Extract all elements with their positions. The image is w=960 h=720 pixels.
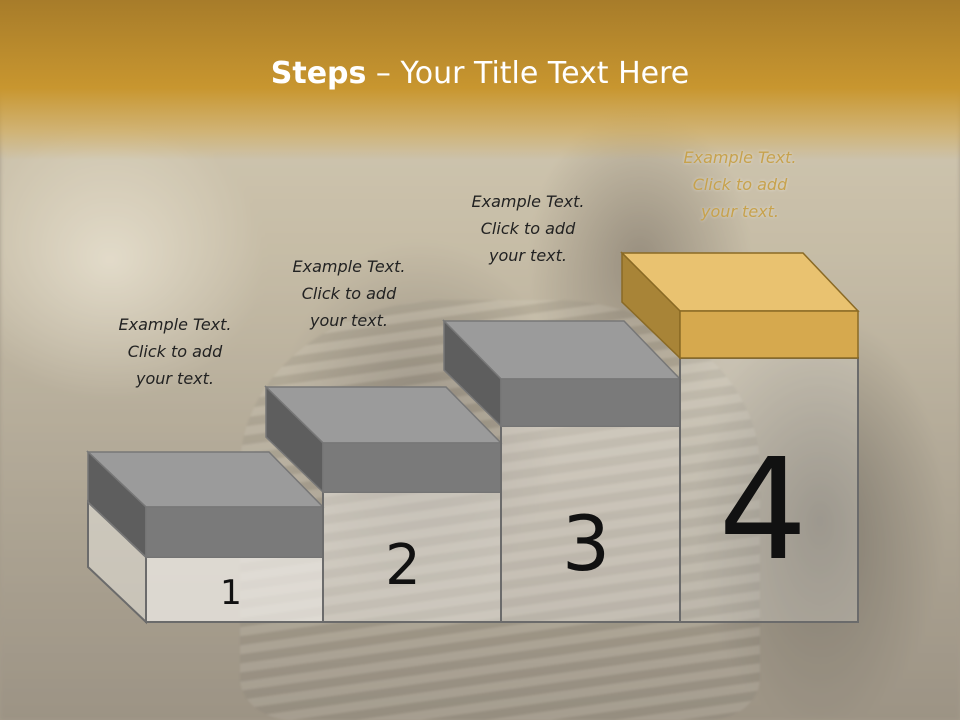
step-1-number: 1: [220, 573, 242, 613]
step-1-text[interactable]: Example Text. Click to add your text.: [85, 311, 265, 392]
step-1-text-line-3: your text.: [135, 369, 214, 388]
step-2-number: 2: [385, 533, 421, 598]
title-bold-part: Steps: [270, 56, 367, 91]
slide-title[interactable]: Steps – Your Title Text Here: [0, 56, 960, 91]
step-2-text-line-3: your text.: [309, 311, 388, 330]
step-1-text-line-1: Example Text.: [118, 315, 232, 334]
step-4-column: 4: [620, 251, 860, 623]
step-3-text-line-1: Example Text.: [471, 192, 585, 211]
title-band: [0, 0, 960, 160]
step-4-number: 4: [718, 429, 807, 592]
step-3-number: 3: [562, 499, 610, 588]
step-4-text[interactable]: Example Text. Click to add your text.: [650, 144, 830, 225]
step-3-text-line-2: Click to add: [480, 219, 576, 238]
step-3-column: 3: [442, 319, 682, 623]
step-2-text-line-2: Click to add: [301, 284, 397, 303]
step-1-text-line-2: Click to add: [127, 342, 223, 361]
title-rest-part: – Your Title Text Here: [366, 56, 690, 91]
step-2-column: 2: [264, 385, 503, 623]
step-4-text-line-1: Example Text.: [683, 148, 797, 167]
step-4-text-line-2: Click to add: [692, 175, 788, 194]
step-2-text[interactable]: Example Text. Click to add your text.: [259, 253, 439, 334]
step-3-text[interactable]: Example Text. Click to add your text.: [438, 188, 618, 269]
step-3-text-line-3: your text.: [488, 246, 567, 265]
step-4-text-line-3: your text.: [700, 202, 779, 221]
step-2-text-line-1: Example Text.: [292, 257, 406, 276]
step-1-column: 1: [86, 450, 325, 625]
